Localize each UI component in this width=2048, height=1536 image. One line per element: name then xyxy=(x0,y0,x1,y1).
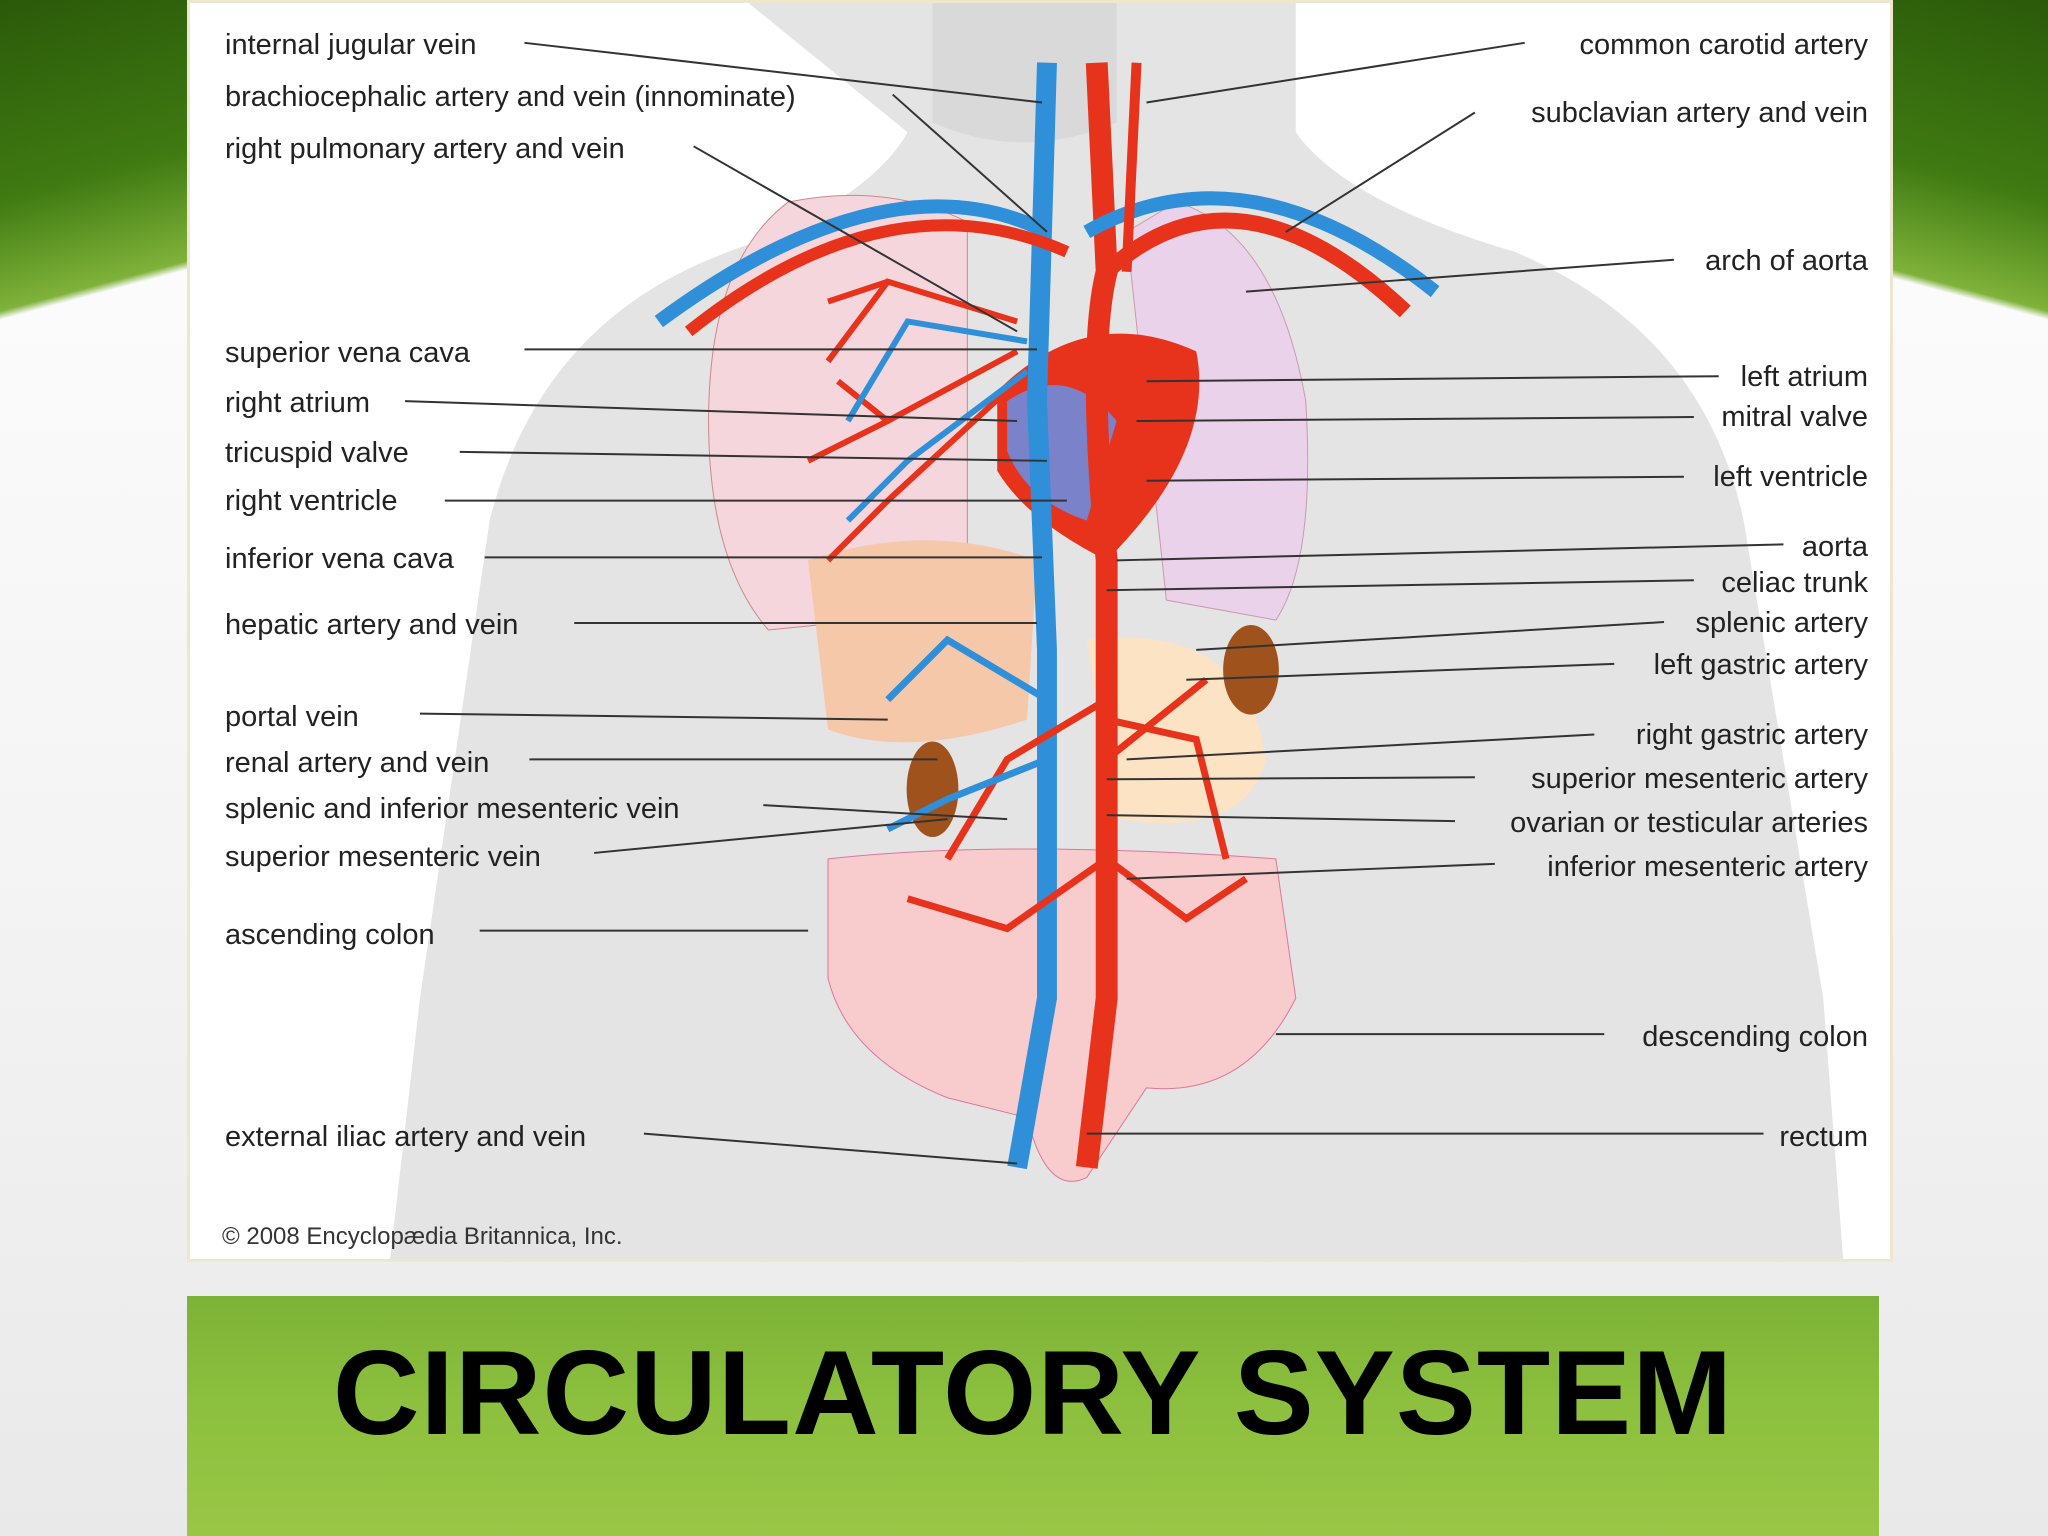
label-ascending-colon: ascending colon xyxy=(225,919,435,951)
label-splenic-artery: splenic artery xyxy=(1695,607,1868,639)
label-left-atrium: left atrium xyxy=(1740,361,1868,393)
right-subclavian-artery xyxy=(684,219,1070,337)
mesenteric-arteries xyxy=(906,677,1248,933)
head-neck xyxy=(932,3,1117,143)
label-inferior-vena-cava: inferior vena cava xyxy=(225,543,454,575)
colon xyxy=(827,848,1297,1182)
label-aorta: aorta xyxy=(1801,531,1868,563)
leader-lines-left xyxy=(405,41,1067,1165)
label-ovarian-testicular-arteries: ovarian or testicular arteries xyxy=(1510,807,1868,839)
label-right-gastric-artery: right gastric artery xyxy=(1635,719,1868,751)
title-banner: CIRCULATORY SYSTEM xyxy=(187,1296,1879,1536)
left-kidney xyxy=(1223,625,1279,715)
label-mitral-valve: mitral valve xyxy=(1721,401,1868,433)
leader-lines-right xyxy=(1086,41,1784,1135)
label-external-iliac: external iliac artery and vein xyxy=(225,1121,587,1153)
aorta-vessel xyxy=(1075,62,1118,1169)
label-inferior-mesenteric-artery: inferior mesenteric artery xyxy=(1547,851,1868,883)
label-rectum: rectum xyxy=(1779,1121,1868,1153)
label-brachiocephalic: brachiocephalic artery and vein (innomin… xyxy=(225,81,796,113)
label-subclavian-artery-vein: subclavian artery and vein xyxy=(1531,97,1868,129)
left-lung xyxy=(1126,201,1309,621)
right-lung xyxy=(708,194,968,631)
label-descending-colon: descending colon xyxy=(1642,1021,1868,1053)
label-right-atrium: right atrium xyxy=(225,387,371,419)
label-superior-mesenteric-vein: superior mesenteric vein xyxy=(225,841,541,873)
slide-title: CIRCULATORY SYSTEM xyxy=(332,1326,1734,1460)
portal-veins xyxy=(885,635,1049,833)
right-subclavian xyxy=(654,199,1051,328)
anatomy-illustration xyxy=(390,3,1844,1259)
label-splenic-inferior-mesenteric-vein: splenic and inferior mesenteric vein xyxy=(225,793,680,825)
label-left-gastric-artery: left gastric artery xyxy=(1653,649,1868,681)
vena-cava xyxy=(1007,62,1057,1170)
stomach xyxy=(1086,637,1266,824)
label-common-carotid-artery: common carotid artery xyxy=(1579,29,1869,61)
label-tricuspid-valve: tricuspid valve xyxy=(225,437,409,469)
label-superior-mesenteric-artery: superior mesenteric artery xyxy=(1531,763,1868,795)
copyright-notice: © 2008 Encyclopædia Britannica, Inc. xyxy=(222,1223,623,1250)
label-renal-artery-vein: renal artery and vein xyxy=(225,747,490,779)
label-internal-jugular-vein: internal jugular vein xyxy=(225,29,477,61)
label-hepatic-artery-vein: hepatic artery and vein xyxy=(225,609,519,641)
carotid-left xyxy=(1121,62,1142,272)
label-celiac-trunk: celiac trunk xyxy=(1721,567,1868,599)
arch-of-aorta xyxy=(1101,212,1411,318)
label-portal-vein: portal vein xyxy=(225,701,359,733)
liver xyxy=(808,540,1038,743)
label-right-ventricle: right ventricle xyxy=(225,485,398,517)
circulatory-diagram: internal jugular vein brachiocephalic ar… xyxy=(187,0,1893,1262)
label-left-ventricle: left ventricle xyxy=(1713,461,1868,493)
label-right-pulmonary: right pulmonary artery and vein xyxy=(225,133,625,165)
label-arch-of-aorta: arch of aorta xyxy=(1705,245,1868,277)
label-superior-vena-cava: superior vena cava xyxy=(225,337,471,369)
